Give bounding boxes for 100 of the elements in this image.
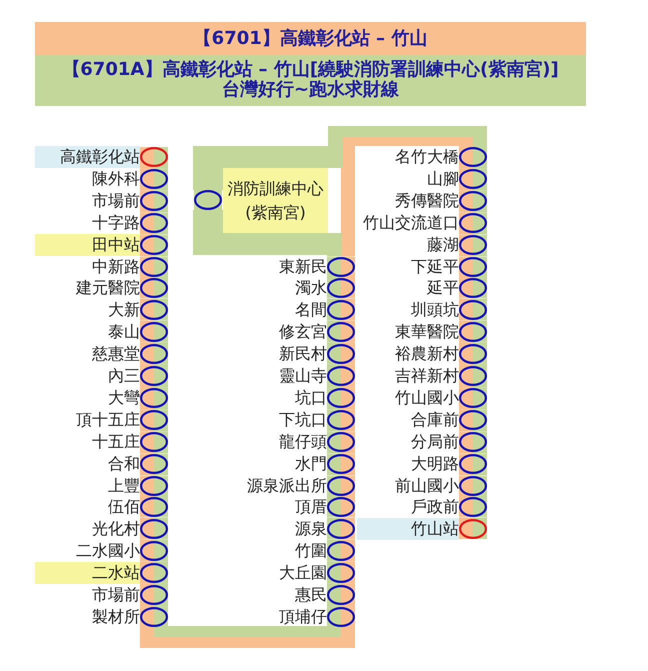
route-line [154,320,168,322]
station-label: 名間 [295,299,327,322]
route-line [341,386,355,388]
station-label: 上豐 [108,474,140,496]
station-label: 光化村 [92,518,140,540]
station-label: 伍佰 [108,496,140,518]
route-line [140,561,154,564]
route-line [327,320,341,322]
station-circle [459,410,487,430]
station-label: 大彎 [108,386,140,409]
station-circle [459,497,487,518]
station-circle [459,366,487,386]
route-line [341,605,355,607]
route-line [140,539,154,542]
route-line [341,561,355,564]
station-circle [327,476,355,496]
station-circle [459,519,487,540]
route-line [473,364,487,366]
station-circle [327,256,355,276]
route-line [459,188,473,191]
title-band [35,55,586,106]
station-circle [140,519,168,540]
station-label: 慈惠堂 [92,343,140,366]
station-label: 竹山站 [357,518,459,540]
station-label: 合庫前 [411,408,459,431]
route-line [473,167,487,169]
station-circle [327,563,355,584]
route-line [140,188,154,191]
station-circle [140,212,168,233]
station-circle [327,519,355,540]
station-label: 藤湖 [427,234,459,256]
station-circle [459,190,487,211]
station-circle [327,344,355,364]
station-circle [140,388,168,408]
station-circle [327,454,355,474]
station-circle [140,454,168,474]
station-label: 靈山寺 [279,365,327,387]
route-line [341,517,355,520]
station-circle [459,256,487,276]
route-line [341,364,355,366]
station-circle [327,300,355,320]
station-label: 裕農新村 [395,343,459,366]
station-circle [459,476,487,496]
station-label: 田中站 [35,234,140,256]
route-line [327,539,341,542]
route-line [154,364,168,366]
station-circle [327,606,355,627]
route-line [459,386,473,388]
station-label: 泰山 [108,321,140,344]
station-label: 秀傳醫院 [395,190,459,212]
route-line [473,408,487,410]
route-line [327,517,341,520]
station-circle [140,410,168,430]
station-label: 東新民 [279,256,327,278]
route-title: 【6701】高鐵彰化站 – 竹山 [194,28,428,49]
route-line [154,167,168,169]
route-line [154,408,168,410]
route-line [341,539,355,542]
route-line [327,583,341,585]
station-circle [140,147,168,167]
route-line [140,408,154,410]
station-label: 戶政前 [411,496,459,518]
station-circle [459,454,487,474]
station-circle [140,278,168,298]
route-line [341,583,355,585]
route-line [459,517,473,520]
station-circle [459,388,487,408]
station-circle [327,585,355,605]
station-circle [194,190,222,210]
station-label: 竹圍 [295,540,327,562]
route-line [140,320,154,322]
station-label: 分局前 [411,430,459,453]
station-circle [459,147,487,167]
route-line [473,342,487,344]
route-line [327,408,341,410]
station-circle [327,410,355,430]
station-circle [140,300,168,320]
station-circle [459,300,487,320]
route-line [473,188,487,191]
station-circle [327,497,355,518]
route-line [154,298,168,300]
station-circle [327,322,355,342]
station-label: 頂十五庄 [76,408,140,431]
station-label: 頂埔仔 [279,606,327,628]
station-label: 陳外科 [92,168,140,190]
station-circle [140,432,168,452]
route-line [154,342,168,344]
station-label: 源泉 [295,518,327,540]
station-label: 製材所 [92,606,140,628]
route-line [154,188,168,191]
station-circle [140,168,168,189]
route-title: 台灣好行~跑水求財線 [222,80,400,100]
route-line [459,408,473,410]
station-label: 下坑口 [279,408,327,431]
station-label: 頂厝 [295,496,327,518]
station-label: 山腳 [427,168,459,190]
station-circle [327,388,355,408]
station-label: 下延平 [411,256,459,278]
station-circle [327,541,355,562]
station-label: 新民村 [279,343,327,366]
